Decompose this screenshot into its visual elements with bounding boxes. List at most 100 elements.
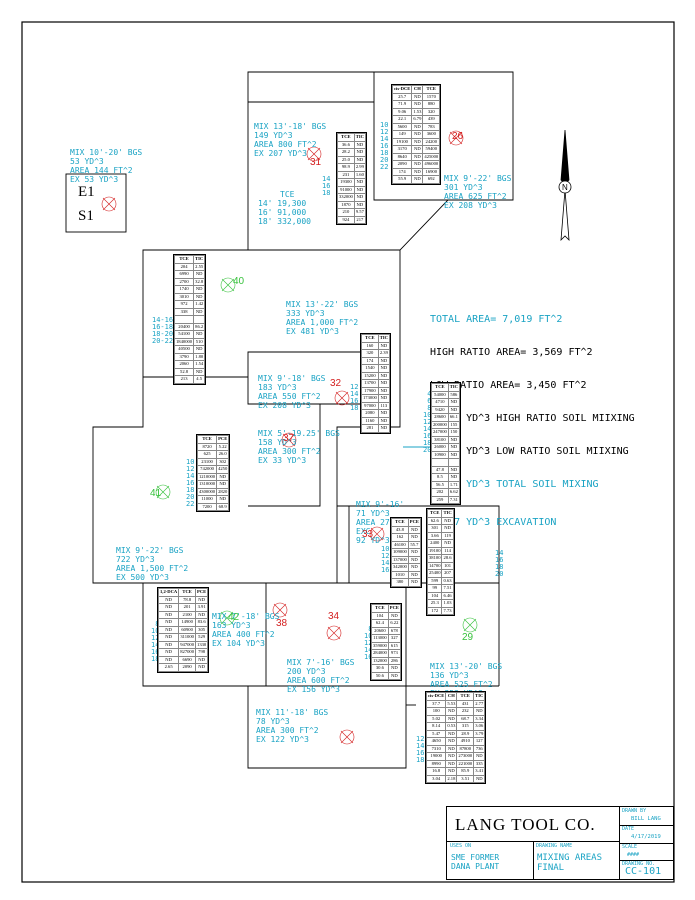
table-cell: ND — [195, 655, 209, 664]
table-cell: 1840000 — [173, 337, 195, 346]
table-header: PCE — [195, 588, 209, 597]
depth-value: 10 — [186, 458, 195, 466]
table-cell: ND — [377, 379, 390, 388]
table-cell: 6690 — [178, 655, 197, 664]
depth-value: 18 — [322, 189, 331, 197]
table-cell: 615 — [387, 641, 401, 650]
table-cell: 213 — [173, 375, 195, 384]
table-cell: ND — [445, 767, 458, 776]
table-cell: 1740 — [173, 285, 195, 294]
table-cell: 1.42 — [193, 300, 206, 309]
table-cell: 221000 — [456, 759, 475, 768]
table-header: TCE — [391, 518, 409, 527]
table-cell: 232 — [456, 707, 475, 716]
table-header: CH — [445, 692, 458, 701]
table-cell: ND — [407, 570, 421, 579]
table-cell: ND — [387, 671, 401, 680]
table-cell: 1010 — [391, 570, 409, 579]
table-cell: 798 — [195, 648, 209, 657]
depth-value: 16 — [322, 182, 331, 190]
table-cell: 284000 — [371, 649, 389, 658]
table-cell: 155 — [447, 420, 460, 429]
table-cell: 1160 — [361, 416, 379, 425]
table-cell: ND — [216, 472, 230, 481]
marker-34: 34 — [328, 611, 340, 622]
table-cell: ND — [387, 611, 401, 620]
table-cell: 586 — [447, 390, 460, 399]
depth-value: 16 — [495, 556, 504, 564]
table-cell: 109000 — [391, 548, 409, 557]
table-cell: 625 — [196, 450, 218, 459]
table-cell: 9.57 — [353, 208, 366, 217]
table-cell: ND — [411, 130, 424, 139]
depth-value: 10 — [380, 121, 389, 129]
depth-value: 14 — [186, 472, 195, 480]
table-cell: 431 — [456, 699, 475, 708]
table-cell: 173000 — [361, 394, 379, 403]
table-cell: 37.7 — [425, 699, 447, 708]
table-cell: 10900 — [431, 450, 449, 459]
table-cell: 692 — [422, 175, 441, 184]
table-cell: ND — [411, 175, 424, 184]
table-cell: 38100 — [426, 554, 443, 563]
table-cell: 1.54 — [193, 360, 206, 369]
table-cell: 78.8 — [178, 595, 197, 604]
table-cell: ND — [411, 122, 424, 131]
depth-value: 18 — [350, 404, 359, 412]
depth-value: 12 — [186, 465, 195, 473]
depth-value: 10 — [151, 627, 160, 635]
table-cell — [447, 458, 460, 467]
table-cell: 736 — [473, 744, 486, 753]
table-header: TCE — [178, 588, 197, 597]
table-cell: 3010 — [173, 292, 195, 301]
table-cell: ND — [473, 707, 486, 716]
table-cell: 50.6 — [371, 671, 389, 680]
table-cell: ND — [353, 148, 366, 157]
sheet-border — [21, 21, 675, 883]
depth-value: 12 — [364, 639, 373, 647]
table-cell: 924 — [337, 215, 355, 224]
svg-text:N: N — [562, 183, 568, 192]
table-cell: ND — [473, 752, 486, 761]
table-cell: 2090 — [178, 663, 197, 672]
depth-value: 10 — [423, 411, 432, 419]
table-cell: 1310000 — [196, 480, 218, 489]
table-header: TIC — [377, 334, 390, 343]
depth-value: 18 — [186, 486, 195, 494]
table-cell: ND — [407, 548, 421, 557]
table-cell: ND — [353, 140, 366, 149]
table-cell: 0.53 — [445, 722, 458, 731]
marker-41: 41 — [150, 488, 162, 499]
depth-value: 18 — [416, 756, 425, 764]
